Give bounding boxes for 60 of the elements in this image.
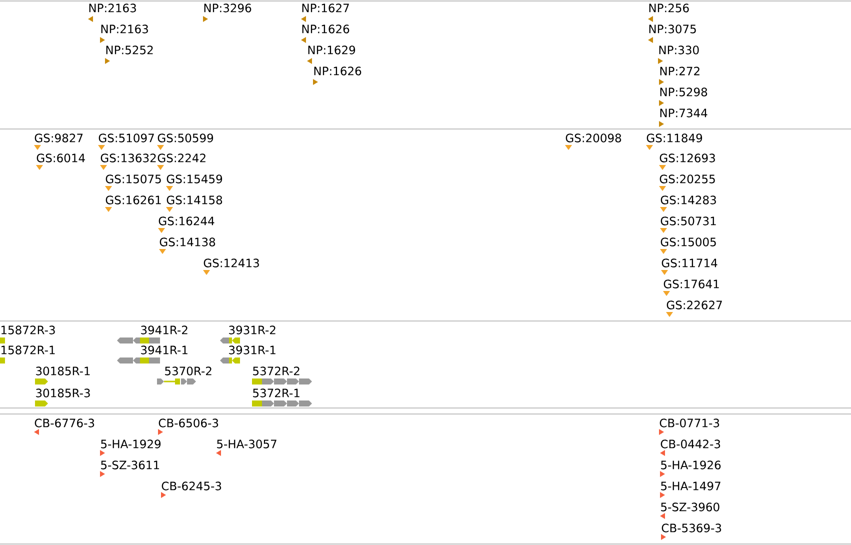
feature-label: GS:9827: [34, 134, 83, 142]
feature-label: GS:16261: [106, 196, 161, 204]
feature-label: GS:20255: [660, 174, 715, 184]
feature-label: GS:51097: [98, 134, 154, 142]
feature-label: 5-HA-1929: [101, 440, 161, 448]
feature-label: GS:2242: [158, 154, 206, 162]
feature-label: GS:14283: [660, 196, 716, 204]
feature-label: NP:3296: [204, 4, 252, 12]
feature-label: 3941R-2: [141, 326, 188, 334]
feature-label: GS:50599: [158, 134, 214, 142]
feature-label: 30185R-3: [36, 388, 90, 398]
feature-label: GS:20098: [566, 134, 622, 142]
feature-label: CB-6245-3: [162, 482, 222, 490]
feature-label: GS:14158: [166, 196, 222, 204]
feature-label: NP:330: [659, 46, 699, 54]
feature-label: GS:6014: [36, 154, 85, 162]
feature-label: GS:11714: [662, 258, 718, 268]
feature-label: 15872R-1: [1, 346, 55, 354]
feature-label: 5370R-2: [165, 366, 212, 376]
feature-label: GS:12413: [204, 258, 259, 268]
feature-label: NP:1627: [302, 4, 349, 12]
feature-label: 5-HA-1497: [661, 482, 720, 490]
feature-label: 3931R-2: [229, 326, 276, 334]
feature-label: NP:1629: [308, 46, 356, 54]
feature-label: GS:14138: [160, 238, 216, 246]
feature-label: 15872R-3: [1, 326, 55, 334]
feature-label: CB-5369-3: [662, 524, 722, 532]
feature-label: NP:7344: [660, 108, 708, 118]
feature-label: GS:15075: [106, 174, 161, 184]
feature-label: GS:15005: [660, 238, 716, 246]
feature-label: 5372R-1: [253, 388, 300, 398]
feature-label: GS:17641: [664, 280, 719, 288]
feature-label: 5-SZ-3611: [101, 460, 159, 470]
feature-label: NP:2163: [101, 24, 148, 34]
feature-label: NP:5298: [660, 88, 708, 96]
feature-label: GS:16244: [158, 216, 214, 226]
feature-label: CB-6776-3: [34, 418, 94, 428]
feature-label: 5-HA-3057: [217, 440, 276, 448]
feature-label: 3931R-1: [229, 346, 276, 354]
feature-label: CB-6506-3: [158, 418, 218, 428]
feature-label: GS:15459: [166, 174, 222, 184]
feature-label: GS:12693: [660, 154, 715, 162]
feature-label: NP:5252: [106, 46, 153, 54]
feature-label: NP:256: [649, 4, 689, 12]
feature-label: 3941R-1: [141, 346, 188, 354]
feature-label: NP:272: [660, 66, 700, 76]
feature-label: 5372R-2: [253, 366, 300, 376]
feature-label: GS:50731: [660, 216, 716, 226]
feature-label: NP:2163: [89, 4, 136, 12]
feature-label: CB-0771-3: [660, 418, 720, 428]
feature-label: 5-SZ-3960: [661, 502, 720, 512]
feature-label: NP:1626: [314, 66, 362, 76]
feature-label: GS:11849: [646, 134, 702, 142]
feature-label: 5-HA-1926: [661, 460, 721, 470]
feature-label: NP:3075: [649, 24, 696, 34]
feature-label: GS:13632: [100, 154, 156, 162]
feature-label: CB-0442-3: [660, 440, 720, 448]
feature-label: 30185R-1: [36, 366, 90, 376]
feature-label: NP:1626: [302, 24, 350, 34]
feature-label: GS:22627: [666, 300, 722, 310]
